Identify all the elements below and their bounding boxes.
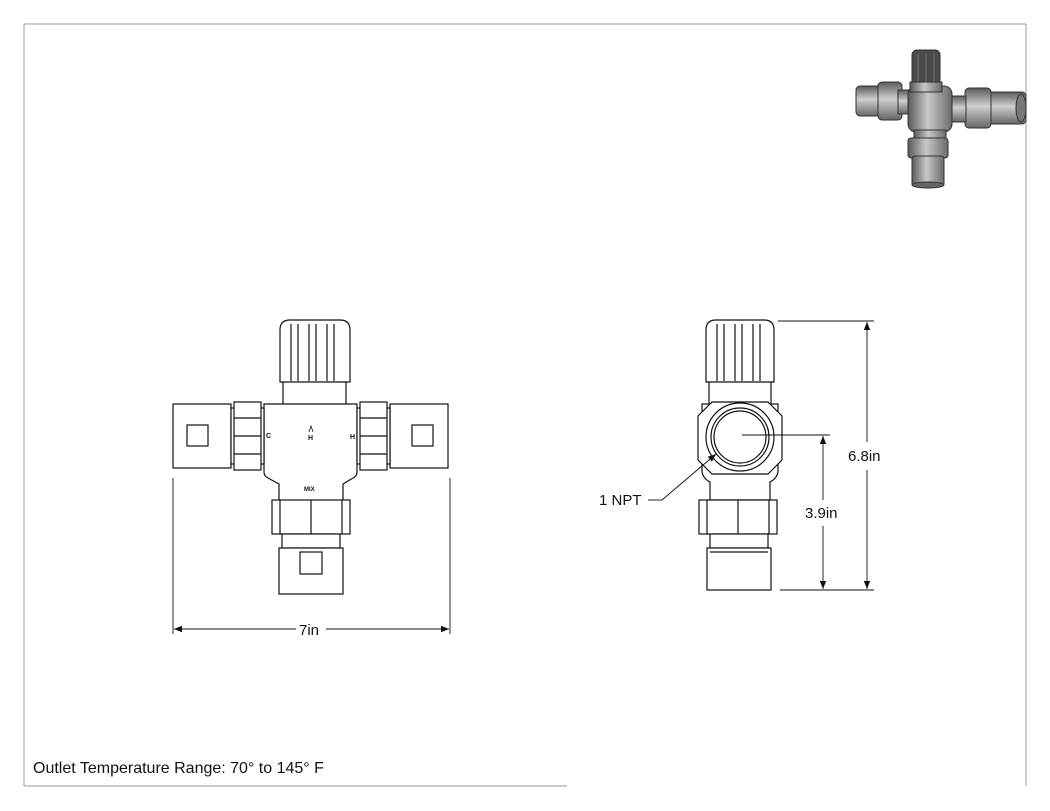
- front-view: C H H MIX: [172, 319, 449, 595]
- width-dimension: [172, 478, 451, 634]
- thread-callout-label: 1 NPT: [599, 492, 642, 509]
- sheet-frame: [23, 23, 1027, 787]
- side-view: [697, 319, 783, 591]
- front-mix-outlet: [271, 499, 351, 595]
- side-adjust-knob: [705, 319, 775, 407]
- center-arrow-mark: [308, 424, 314, 433]
- isometric-product-image: [855, 49, 1027, 189]
- width-dim-label: 7in: [299, 622, 319, 639]
- side-threaded-port: [697, 401, 783, 475]
- outlet-mix-label: MIX: [304, 487, 315, 493]
- front-hot-inlet: [356, 401, 449, 471]
- outlet-temperature-note: Outlet Temperature Range: 70° to 145° F: [33, 760, 324, 777]
- thread-callout-leader: [648, 453, 717, 501]
- front-adjust-knob: [279, 319, 351, 407]
- center-height-label: 3.9in: [805, 505, 838, 522]
- overall-height-label: 6.8in: [848, 448, 881, 465]
- port-cold-label: C: [266, 433, 271, 440]
- center-mark-label: H: [308, 435, 313, 442]
- center-height-dimension: [742, 434, 830, 589]
- side-bottom-union: [698, 499, 778, 591]
- front-cold-inlet: [172, 401, 265, 471]
- overall-height-dimension: [778, 320, 874, 591]
- port-hot-label: H: [350, 434, 355, 441]
